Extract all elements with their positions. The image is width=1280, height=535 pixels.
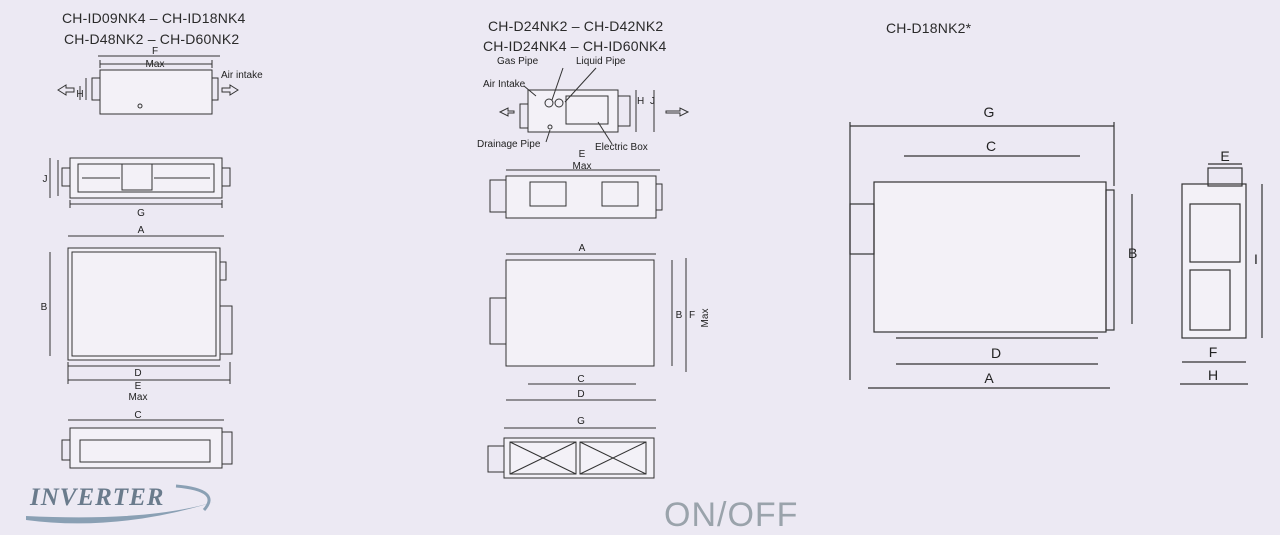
- group1-front-view: [49, 157, 231, 208]
- inverter-logo: INVERTER: [30, 484, 165, 511]
- dim-label-A-g2: A: [579, 243, 586, 254]
- dim-label-J-g2: J: [650, 96, 655, 107]
- dim-label-G-g3: G: [984, 104, 995, 120]
- dim-label-G-g1: G: [137, 208, 145, 219]
- max-label-g1a: Max: [146, 59, 165, 70]
- air-intake-label-g2: Air Intake: [483, 79, 526, 90]
- dim-label-F-g3: F: [1209, 344, 1218, 360]
- liquid-pipe-label: Liquid Pipe: [576, 56, 626, 67]
- on-off-label: ON/OFF: [664, 496, 799, 534]
- dim-label-H-g3: H: [1208, 367, 1218, 383]
- dim-label-C-g2: C: [577, 374, 584, 385]
- group2-top-view: [489, 253, 687, 401]
- dim-label-I-g3: I: [1254, 251, 1258, 267]
- group1-bottom-view: [61, 419, 233, 469]
- max-label-g2b: Max: [700, 309, 711, 328]
- dim-label-H-g2: H: [637, 96, 644, 107]
- dim-label-C-g1: C: [134, 410, 141, 421]
- air-intake-label-g1: Air intake: [221, 70, 263, 81]
- group1-title-line1: CH-ID09NK4 – CH-ID18NK4: [62, 10, 246, 26]
- dim-label-D-g1: D: [134, 368, 141, 379]
- drawing-labels: F Max Air intake H J G A B D E Max C Gas…: [41, 46, 1258, 427]
- group1-side-view: [57, 55, 239, 115]
- dim-label-H-g1: H: [76, 89, 83, 100]
- group2-front-view: [489, 169, 663, 219]
- airflow-in-arrow-icon: [221, 84, 239, 96]
- dim-label-A-g1: A: [138, 225, 145, 236]
- group2-bottom-view: [487, 427, 656, 479]
- electric-box-label: Electric Box: [595, 142, 648, 153]
- group2-title-line2: CH-ID24NK4 – CH-ID60NK4: [483, 38, 667, 54]
- group2-title-line1: CH-D24NK2 – CH-D42NK2: [488, 18, 664, 34]
- dim-label-C-g3: C: [986, 138, 996, 154]
- dim-label-F-g1: F: [152, 46, 158, 57]
- gas-pipe-label: Gas Pipe: [497, 56, 539, 67]
- dim-label-B-g3: B: [1128, 245, 1137, 261]
- group3-top-view: [849, 122, 1133, 389]
- dim-label-E-g3: E: [1220, 148, 1229, 164]
- inverter-logo-swoosh-icon: [26, 484, 214, 524]
- dim-label-B-g2: B: [676, 310, 683, 321]
- max-label-g2a: Max: [573, 161, 592, 172]
- dim-label-E-g2: E: [579, 149, 586, 160]
- dim-label-A-g3: A: [984, 370, 994, 386]
- airflow-out-arrow-icon: [57, 84, 75, 96]
- drainage-pipe-label: Drainage Pipe: [477, 139, 541, 150]
- dim-label-J-g1: J: [43, 174, 48, 185]
- group1-title-line2: CH-D48NK2 – CH-D60NK2: [64, 31, 240, 47]
- max-label-g1b: Max: [129, 392, 148, 403]
- dim-label-D-g2: D: [577, 389, 584, 400]
- group3-side-view: [1180, 163, 1263, 385]
- dim-label-E-g1: E: [135, 381, 142, 392]
- group3-title: CH-D18NK2*: [886, 20, 972, 36]
- dim-label-B-g1: B: [41, 302, 48, 313]
- group2-side-view: [498, 67, 690, 145]
- dim-label-G-g2: G: [577, 416, 585, 427]
- dim-label-D-g3: D: [991, 345, 1001, 361]
- dim-label-F-g2: F: [689, 310, 695, 321]
- group1-top-view: [49, 235, 233, 384]
